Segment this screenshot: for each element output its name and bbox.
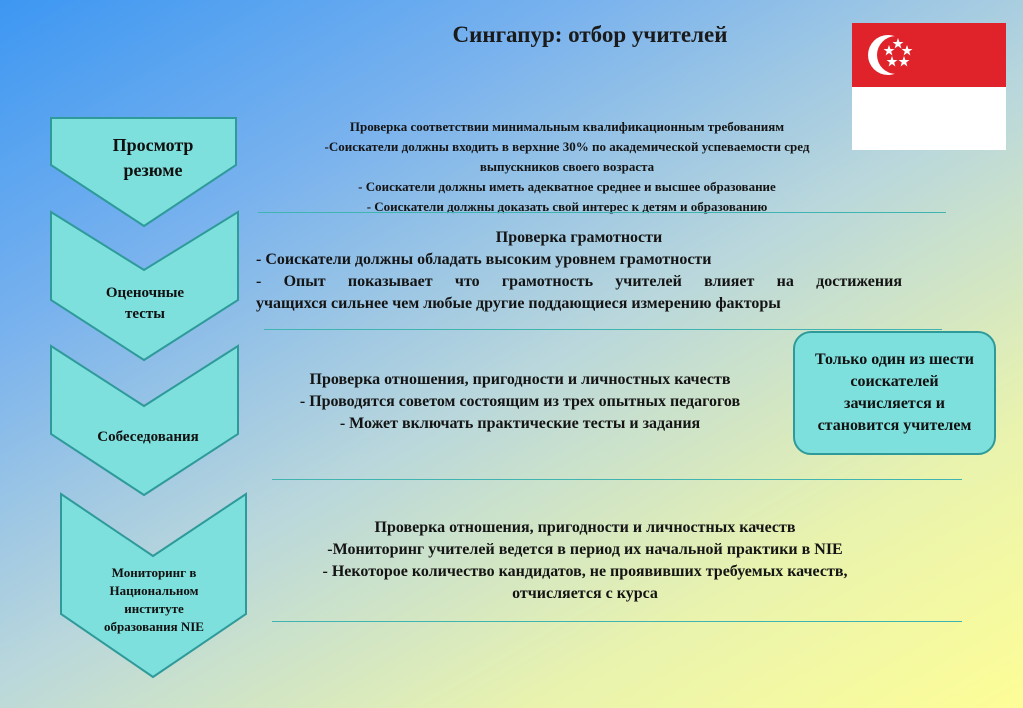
separator-3: [272, 479, 962, 480]
note-box: Только один из шести соискателей зачисля…: [793, 331, 996, 455]
step-1-line-3: выпускников своего возраста: [479, 159, 655, 174]
note-text: Только один из шести соискателей зачисля…: [815, 351, 974, 434]
separator-4: [272, 621, 962, 622]
step-2-line-2: - Соискатели должны обладать высоким уро…: [256, 251, 712, 268]
step-3-line-1: Проверка отношения, пригодности и личнос…: [309, 371, 731, 388]
step-3-description: Проверка отношения, пригодности и личнос…: [260, 369, 780, 435]
process-chevrons: [50, 117, 247, 679]
page-title: Сингапур: отбор учителей: [452, 22, 728, 47]
step-4-line-1: Проверка отношения, пригодности и личнос…: [374, 519, 796, 536]
step-3-line-3: - Может включать практические тесты и за…: [339, 415, 701, 432]
step-1-line-4: - Соискатели должны иметь адекватное сре…: [358, 179, 776, 194]
step-3-label: Собеседования: [97, 429, 199, 445]
chevron-step-1: [50, 117, 237, 228]
step-1-label: Просмотр резюме: [112, 135, 194, 180]
step-2-line-3: - Опыт показывает что грамотность учител…: [256, 273, 902, 290]
step-1-line-2: -Соискатели должны входить в верхние 30%…: [324, 139, 810, 154]
chevron-step-3: [50, 344, 239, 497]
step-1-line-5: - Соискатели должны доказать свой интере…: [366, 199, 768, 214]
step-4-line-3: - Некоторое количество кандидатов, не пр…: [322, 563, 848, 580]
step-1-line-1: Проверка соответствии минимальным квалиф…: [349, 119, 785, 134]
step-2-label: Оценочные тесты: [105, 285, 185, 322]
step-4-line-2: -Мониторинг учителей ведется в период их…: [327, 541, 843, 558]
step-4-line-4: отчисляется с курса: [512, 585, 658, 602]
step-2-description: Проверка грамотности - Соискатели должны…: [256, 227, 902, 315]
singapore-flag-icon: [852, 23, 1006, 150]
chevron-step-2: [50, 210, 239, 362]
separator-1: [258, 212, 946, 213]
step-1-description: Проверка соответствии минимальным квалиф…: [262, 117, 872, 217]
step-3-line-2: - Проводятся советом состоящим из трех о…: [299, 393, 741, 410]
step-4-label: Мониторинг в Национальном институте обра…: [104, 565, 204, 634]
chevron-step-4: [60, 492, 247, 679]
step-4-description: Проверка отношения, пригодности и личнос…: [270, 517, 900, 605]
step-2-line-4: учащихся сильнее чем любые другие поддаю…: [256, 295, 781, 312]
separator-2: [264, 329, 942, 330]
step-2-line-1: Проверка грамотности: [495, 229, 663, 246]
